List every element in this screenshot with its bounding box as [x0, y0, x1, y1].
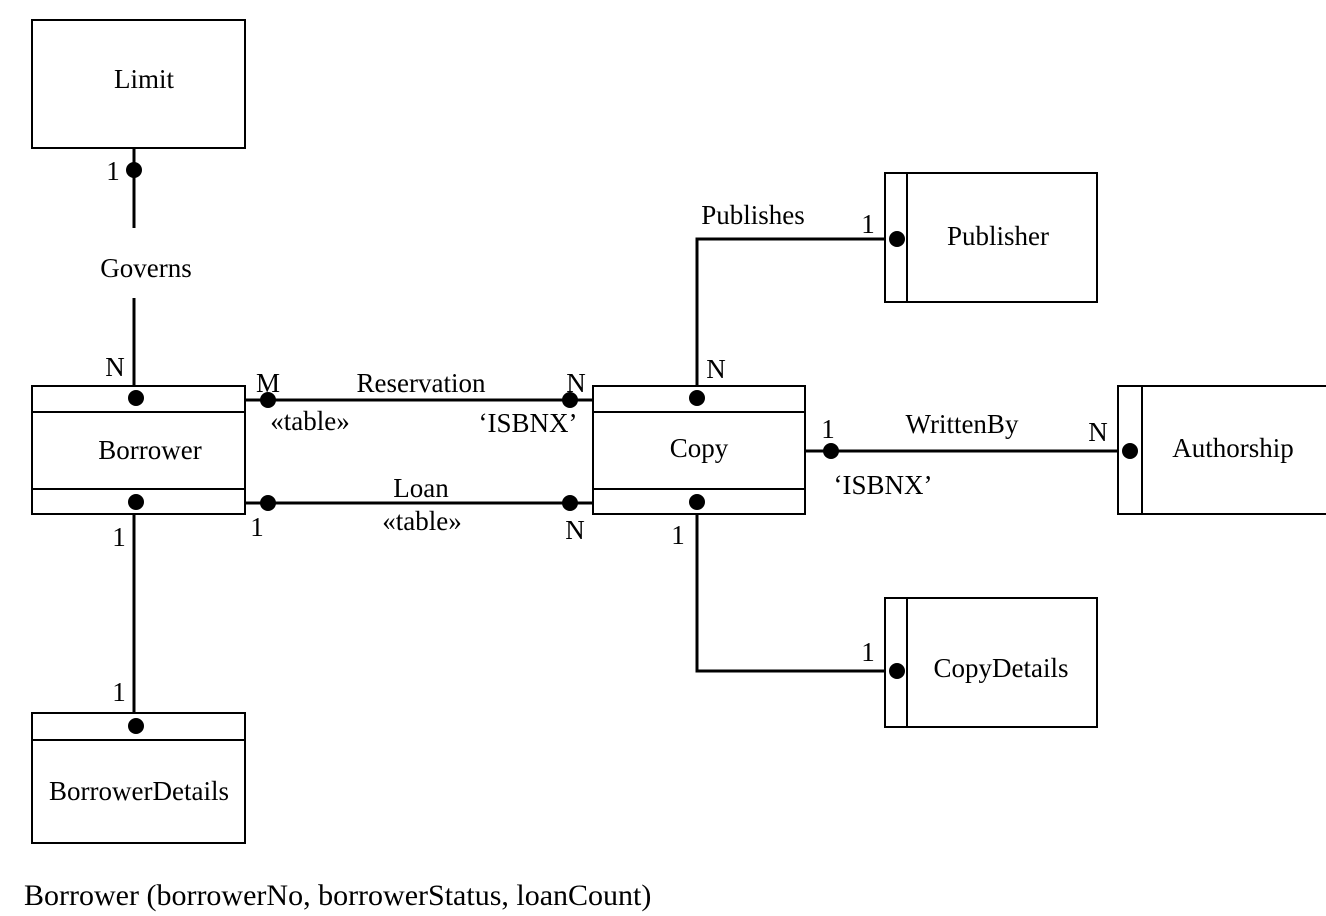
entity-borrower-label: Borrower [98, 435, 201, 465]
governs-dot-borrower [128, 390, 144, 406]
card-copy-details-details: 1 [861, 637, 875, 667]
entity-borrower-details[interactable]: BorrowerDetails [31, 712, 246, 844]
card-reservation-copy: N [566, 368, 586, 398]
written-by-tag: ‘ISBNX’ [834, 470, 933, 500]
publishes-label: Publishes [701, 200, 805, 230]
card-loan-copy: N [565, 515, 585, 545]
copy-details-dot-copy [689, 494, 705, 510]
borrower-details-dot-details [128, 718, 144, 734]
entity-copy-details[interactable]: CopyDetails [884, 597, 1098, 728]
entity-copy[interactable]: Copy [592, 385, 806, 515]
card-loan-borrower: 1 [250, 512, 264, 542]
entity-authorship-label: Authorship [1172, 433, 1294, 463]
card-governs-borrower: N [105, 352, 125, 382]
publishes-dot-publisher [889, 231, 905, 247]
entity-borrower[interactable]: Borrower [31, 385, 246, 515]
reservation-dot-copy [562, 392, 578, 408]
reservation-stereotype: «table» [270, 406, 349, 436]
card-copy-details-copy: 1 [671, 520, 685, 550]
copy-details-dot-details [889, 663, 905, 679]
loan-dot-copy [562, 495, 578, 511]
governs-dot-limit [126, 162, 142, 178]
loan-dot-borrower [260, 495, 276, 511]
publishes-dot-copy [689, 390, 705, 406]
entity-authorship[interactable]: Authorship [1117, 385, 1326, 515]
card-governs-limit: 1 [106, 156, 120, 186]
reservation-label: Reservation [357, 368, 486, 398]
copy-details-line [695, 502, 897, 673]
written-by-label: WrittenBy [906, 409, 1019, 439]
written-by-dot-copy [823, 443, 839, 459]
entity-publisher-label: Publisher [947, 221, 1049, 251]
card-borrower-details-borrower: 1 [112, 522, 126, 552]
borrower-details-dot-borrower [128, 494, 144, 510]
card-written-by-authorship: N [1088, 417, 1108, 447]
entity-publisher[interactable]: Publisher [884, 172, 1098, 303]
entity-borrower-details-label: BorrowerDetails [49, 776, 229, 806]
entity-limit[interactable]: Limit [31, 19, 246, 149]
entity-copy-label: Copy [670, 433, 729, 463]
card-publishes-copy: N [706, 354, 726, 384]
governs-label: Governs [100, 253, 191, 283]
loan-stereotype: «table» [382, 506, 461, 536]
card-borrower-details-details: 1 [112, 677, 126, 707]
schema-text: Borrower (borrowerNo, borrowerStatus, lo… [24, 879, 652, 912]
entity-limit-label: Limit [114, 64, 174, 94]
publishes-line [695, 237, 897, 398]
card-written-by-copy: 1 [821, 414, 835, 444]
reservation-tag: ‘ISBNX’ [479, 408, 578, 438]
entity-copy-details-label: CopyDetails [934, 653, 1069, 683]
loan-label: Loan [393, 473, 449, 503]
written-by-dot-authorship [1122, 443, 1138, 459]
card-reservation-borrower: M [256, 368, 280, 398]
card-publishes-publisher: 1 [861, 209, 875, 239]
reservation-dot-borrower [260, 392, 276, 408]
